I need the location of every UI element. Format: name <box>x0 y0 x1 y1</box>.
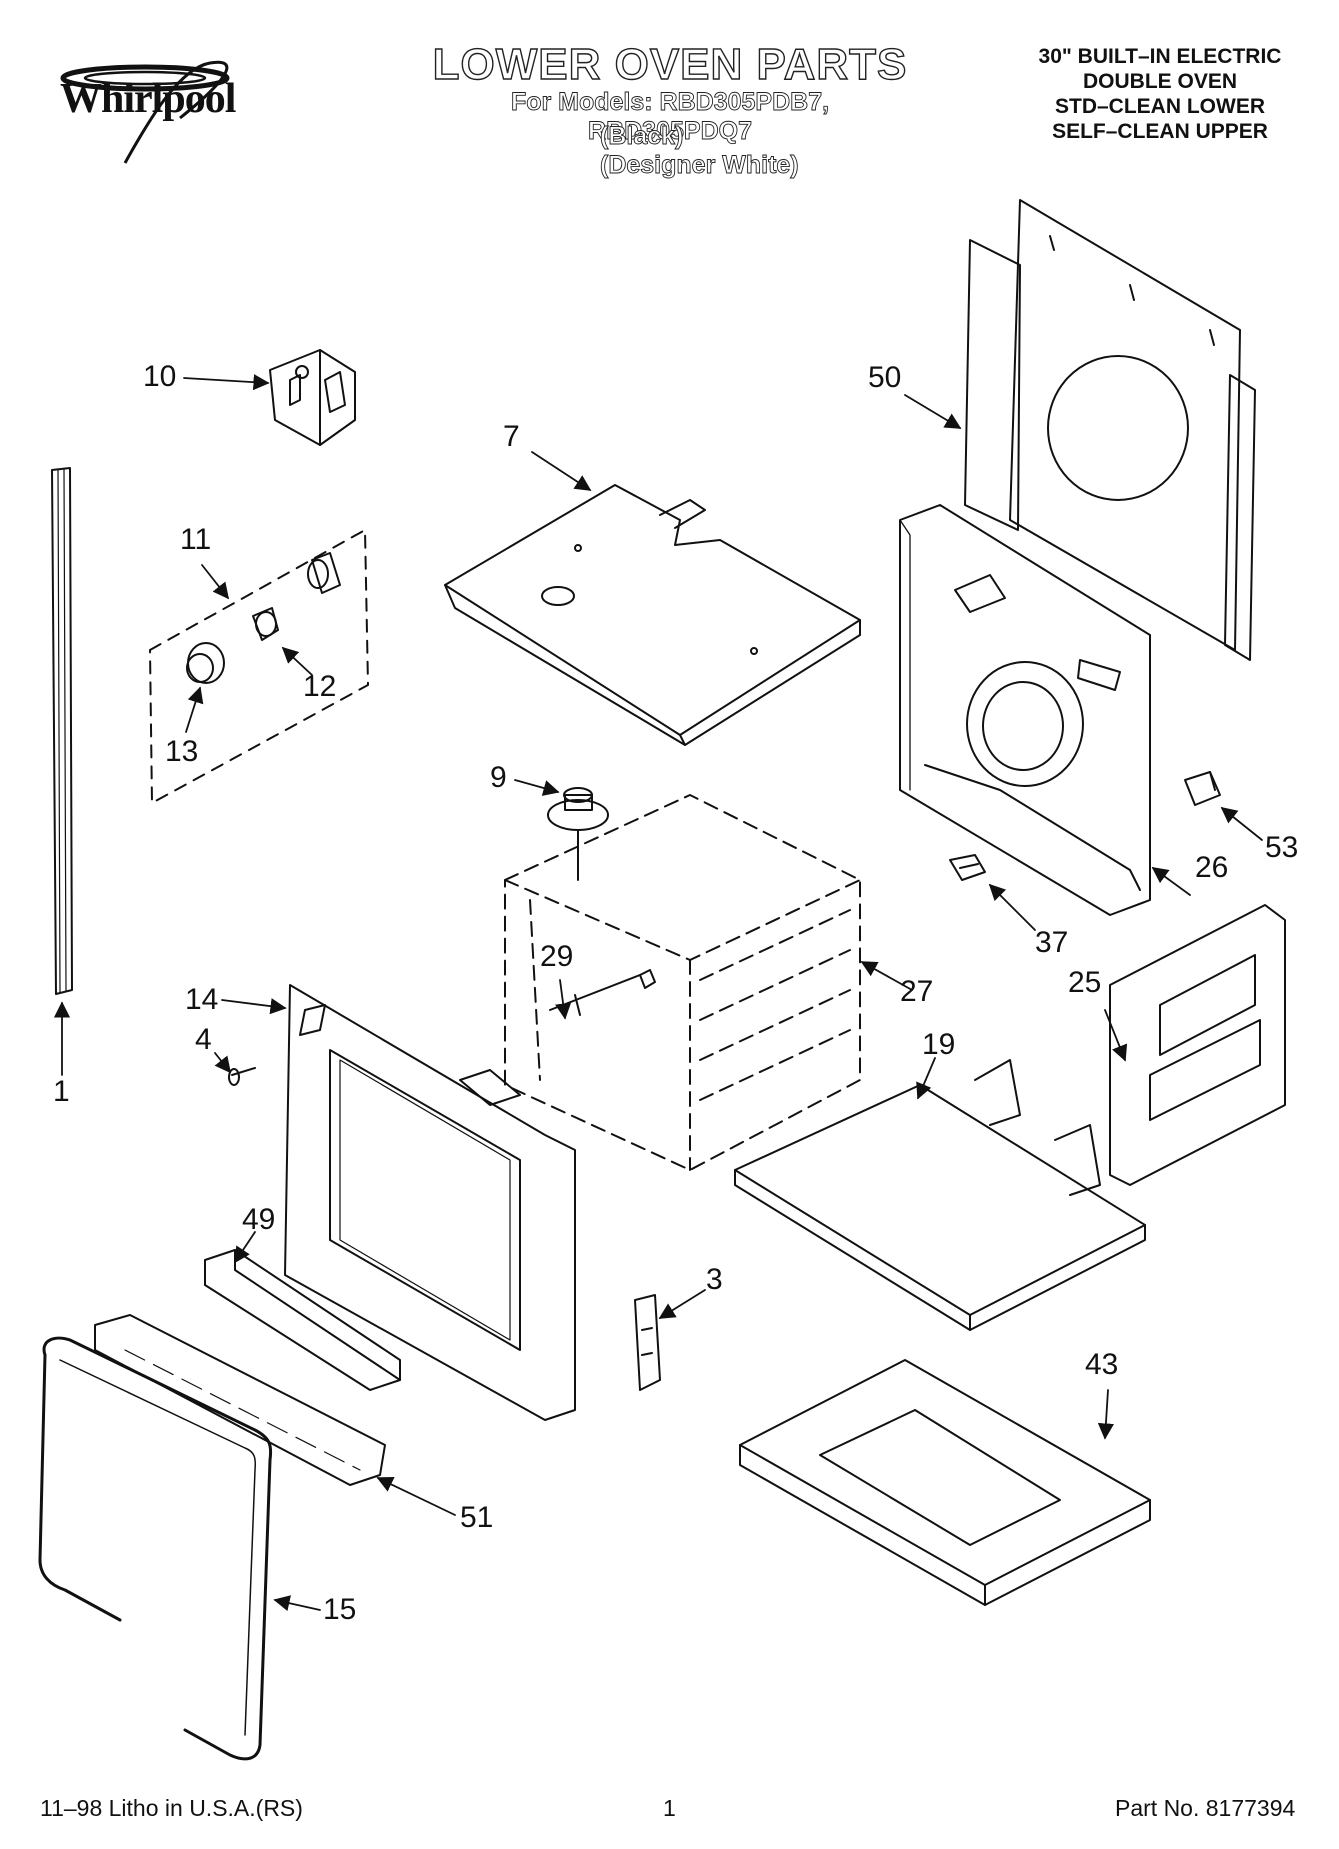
callout-15: 15 <box>323 1593 357 1626</box>
part-10-door-lock-bracket <box>269 349 356 446</box>
page-number: 1 <box>663 1795 676 1821</box>
part-19-bottom-panel <box>734 1059 1146 1331</box>
models-line: For Models: RBD305PDB7, RBD305PDQ7 <box>510 88 830 146</box>
part-50-rear-panel <box>964 199 1256 661</box>
part-7-top-panel <box>444 484 861 746</box>
callout-43: 43 <box>1085 1348 1119 1381</box>
callout-3: 3 <box>706 1263 723 1296</box>
part-27-oven-cavity <box>504 794 861 1171</box>
callout-49: 49 <box>242 1203 276 1236</box>
callout-51: 51 <box>460 1501 494 1534</box>
part-37-switch <box>949 854 986 881</box>
variant-black: (Black) <box>600 122 684 151</box>
leader-arrows <box>53 374 1263 1612</box>
page-title: LOWER OVEN PARTS <box>432 39 908 89</box>
callout-13: 13 <box>165 735 199 768</box>
callout-7: 7 <box>503 420 520 453</box>
callout-10: 10 <box>143 360 177 393</box>
part-14-front-frame <box>284 984 576 1421</box>
callout-11: 11 <box>180 523 212 556</box>
part-9-terminal-block <box>547 787 609 881</box>
callout-53: 53 <box>1265 831 1299 864</box>
callout-14: 14 <box>185 983 219 1016</box>
callout-27: 27 <box>900 975 934 1008</box>
color-variants: (Black) (Designer White) <box>600 122 920 180</box>
brand-wordmark: Whirlpool <box>60 76 236 122</box>
part-25-right-side-panel <box>1109 904 1286 1186</box>
spec-line: STD–CLEAN LOWER <box>1055 95 1265 118</box>
part-43-bottom-tray <box>739 1359 1151 1606</box>
callout-9: 9 <box>490 761 507 794</box>
callout-25: 25 <box>1068 966 1102 999</box>
litho-note: 11–98 Litho in U.S.A.(RS) <box>40 1795 303 1821</box>
spec-line: 30" BUILT–IN ELECTRIC <box>1038 45 1282 68</box>
part-29-sensor <box>549 969 656 1016</box>
whirlpool-logo <box>60 60 230 164</box>
callout-1: 1 <box>53 1075 70 1108</box>
part-1-side-trim <box>51 467 73 995</box>
part-11-lamp-group <box>149 529 369 804</box>
callout-37: 37 <box>1035 926 1069 959</box>
part-3-bracket <box>634 1294 661 1391</box>
callout-50: 50 <box>868 361 902 394</box>
oven-spec: 30" BUILT–IN ELECTRIC DOUBLE OVEN STD–CL… <box>1005 44 1315 144</box>
callout-19: 19 <box>922 1028 956 1061</box>
part-number: Part No. 8177394 <box>1115 1795 1296 1821</box>
part-53-clip <box>1184 771 1221 806</box>
callout-29: 29 <box>540 940 574 973</box>
callout-26: 26 <box>1195 851 1229 884</box>
part-51-vent-trim <box>94 1314 386 1486</box>
callout-4: 4 <box>195 1023 212 1056</box>
part-4-screw <box>228 1067 256 1086</box>
callout-12: 12 <box>303 670 337 703</box>
variant-designer-white: (Designer White) <box>600 151 800 180</box>
part-26-left-side-panel <box>899 504 1151 916</box>
spec-line: SELF–CLEAN UPPER <box>1052 120 1268 143</box>
part-15-door-gasket <box>38 1336 273 1761</box>
spec-line: DOUBLE OVEN <box>1082 70 1237 93</box>
